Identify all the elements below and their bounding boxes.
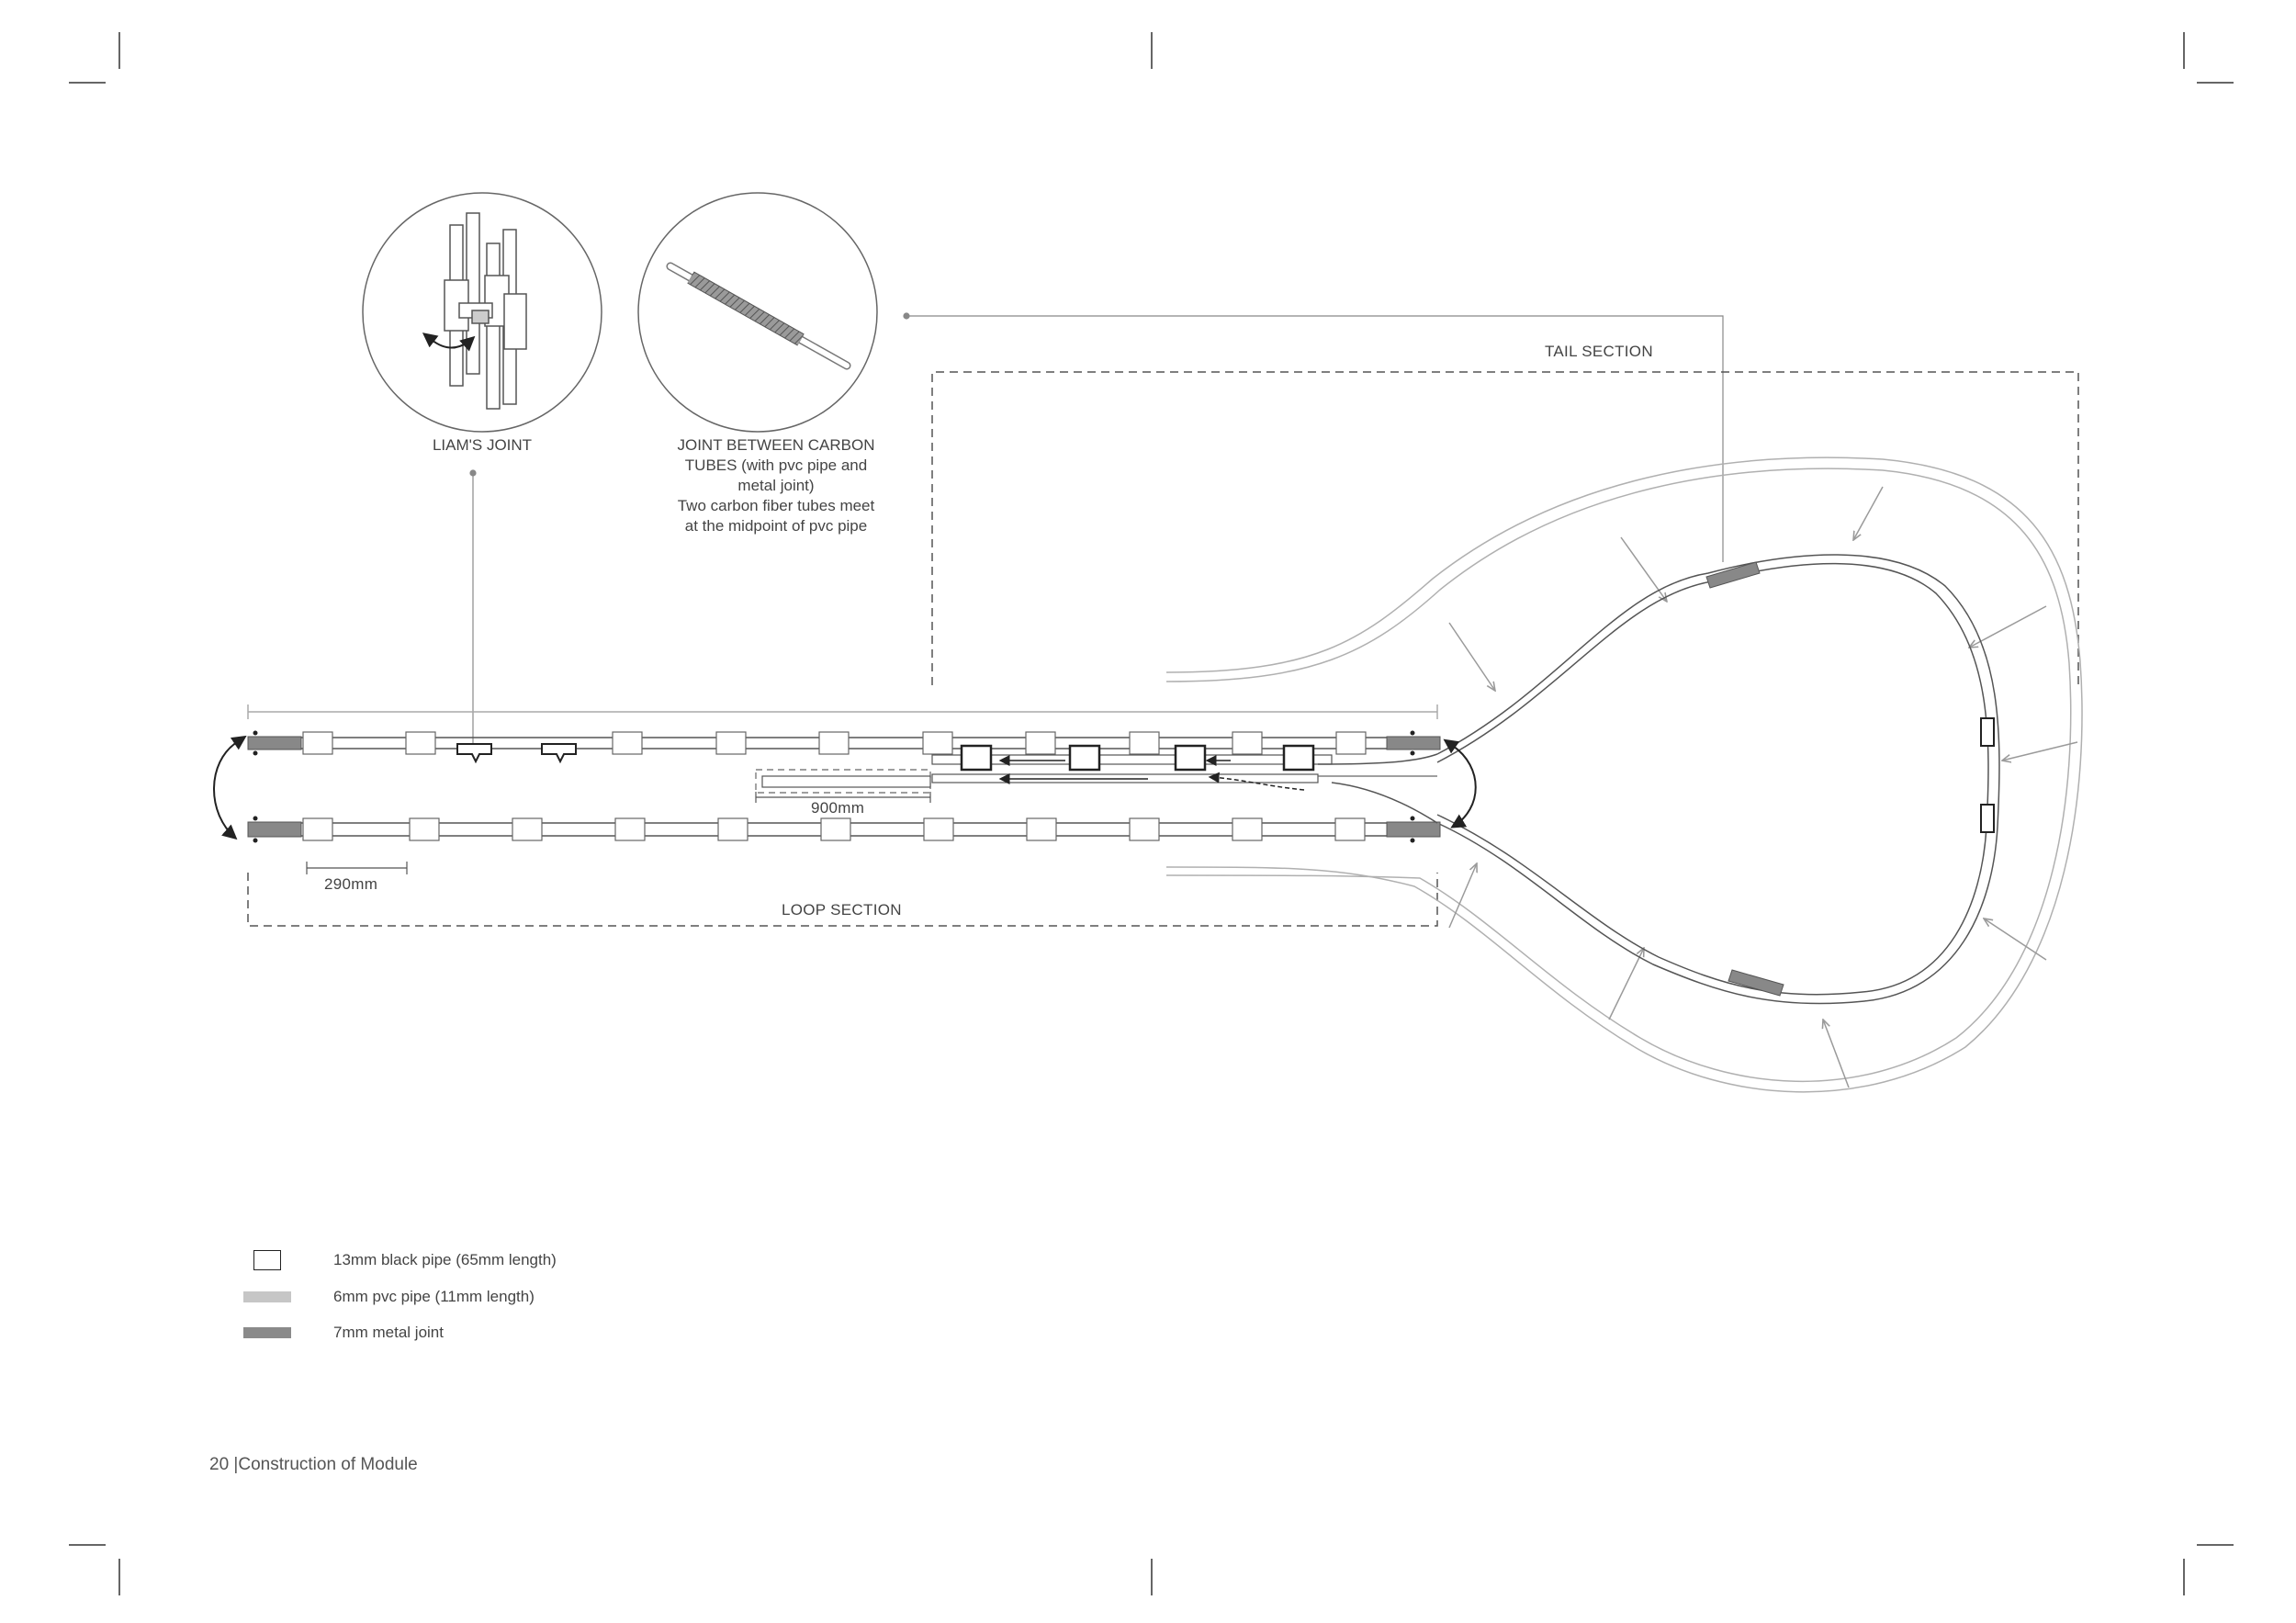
lower-rod (247, 816, 1441, 843)
carbon-joint-caption: JOINT BETWEEN CARBON TUBES (with pvc pip… (657, 435, 895, 536)
footer-title: Construction of Module (238, 1455, 418, 1474)
carbon-caption-line-2: TUBES (with pvc pipe and (684, 456, 868, 474)
legend-text-pvc-pipe: 6mm pvc pipe (11mm length) (333, 1288, 535, 1305)
liams-joint-caption: LIAM'S JOINT (432, 436, 533, 454)
footer-separator: | (233, 1455, 239, 1474)
rotate-arrow-icon (422, 332, 476, 352)
tail-section-box (931, 371, 2079, 687)
dimension-900-label: 900mm (811, 799, 865, 817)
overall-dimension-line (247, 704, 1438, 719)
dim-290-line (306, 862, 408, 874)
metal-joint-icon (243, 1327, 291, 1338)
loop-section-label: LOOP SECTION (782, 901, 902, 919)
page-number: 20 (209, 1455, 230, 1474)
carbon-caption-line-5: at the midpoint of pvc pipe (684, 517, 868, 535)
loop-black-pipes (1980, 717, 1995, 833)
upper-rod (247, 730, 1441, 764)
legend-item-metal-joint: 7mm metal joint (243, 1319, 444, 1347)
tail-section-label: TAIL SECTION (1545, 343, 1653, 360)
tail-connections (1317, 753, 1438, 824)
dim-900-line (755, 792, 931, 803)
legend-text-black-pipe: 13mm black pipe (65mm length) (333, 1251, 557, 1268)
loop-section-box (247, 873, 1438, 927)
legend-item-black-pipe: 13mm black pipe (65mm length) (243, 1246, 557, 1274)
deformation-arrows (1448, 486, 2078, 1088)
carbon-caption-line-3: metal joint) (737, 477, 815, 494)
left-rotation-arrow-icon (213, 735, 247, 840)
loop-metal-joints (1705, 561, 1784, 997)
legend-text-metal-joint: 7mm metal joint (333, 1324, 444, 1341)
right-rotation-arrow-icon (1443, 738, 1477, 828)
legend-item-pvc-pipe: 6mm pvc pipe (11mm length) (243, 1283, 535, 1311)
carbon-caption-line-4: Two carbon fiber tubes meet (677, 497, 875, 514)
pvc-pipe-icon (243, 1291, 291, 1302)
black-pipe-icon (243, 1250, 291, 1270)
leader-lines (469, 312, 1724, 749)
tail-loop (1436, 554, 2000, 1005)
carbon-caption-line-1: JOINT BETWEEN CARBON (677, 436, 875, 454)
liams-joint-detail (362, 192, 602, 433)
middle-pipes (755, 744, 1437, 794)
page-footer: 20 |Construction of Module (209, 1455, 418, 1475)
crop-marks (69, 32, 2234, 1595)
dimension-290-label: 290mm (324, 875, 378, 893)
deformed-outline (1165, 456, 2083, 1093)
carbon-joint-detail (637, 192, 878, 433)
